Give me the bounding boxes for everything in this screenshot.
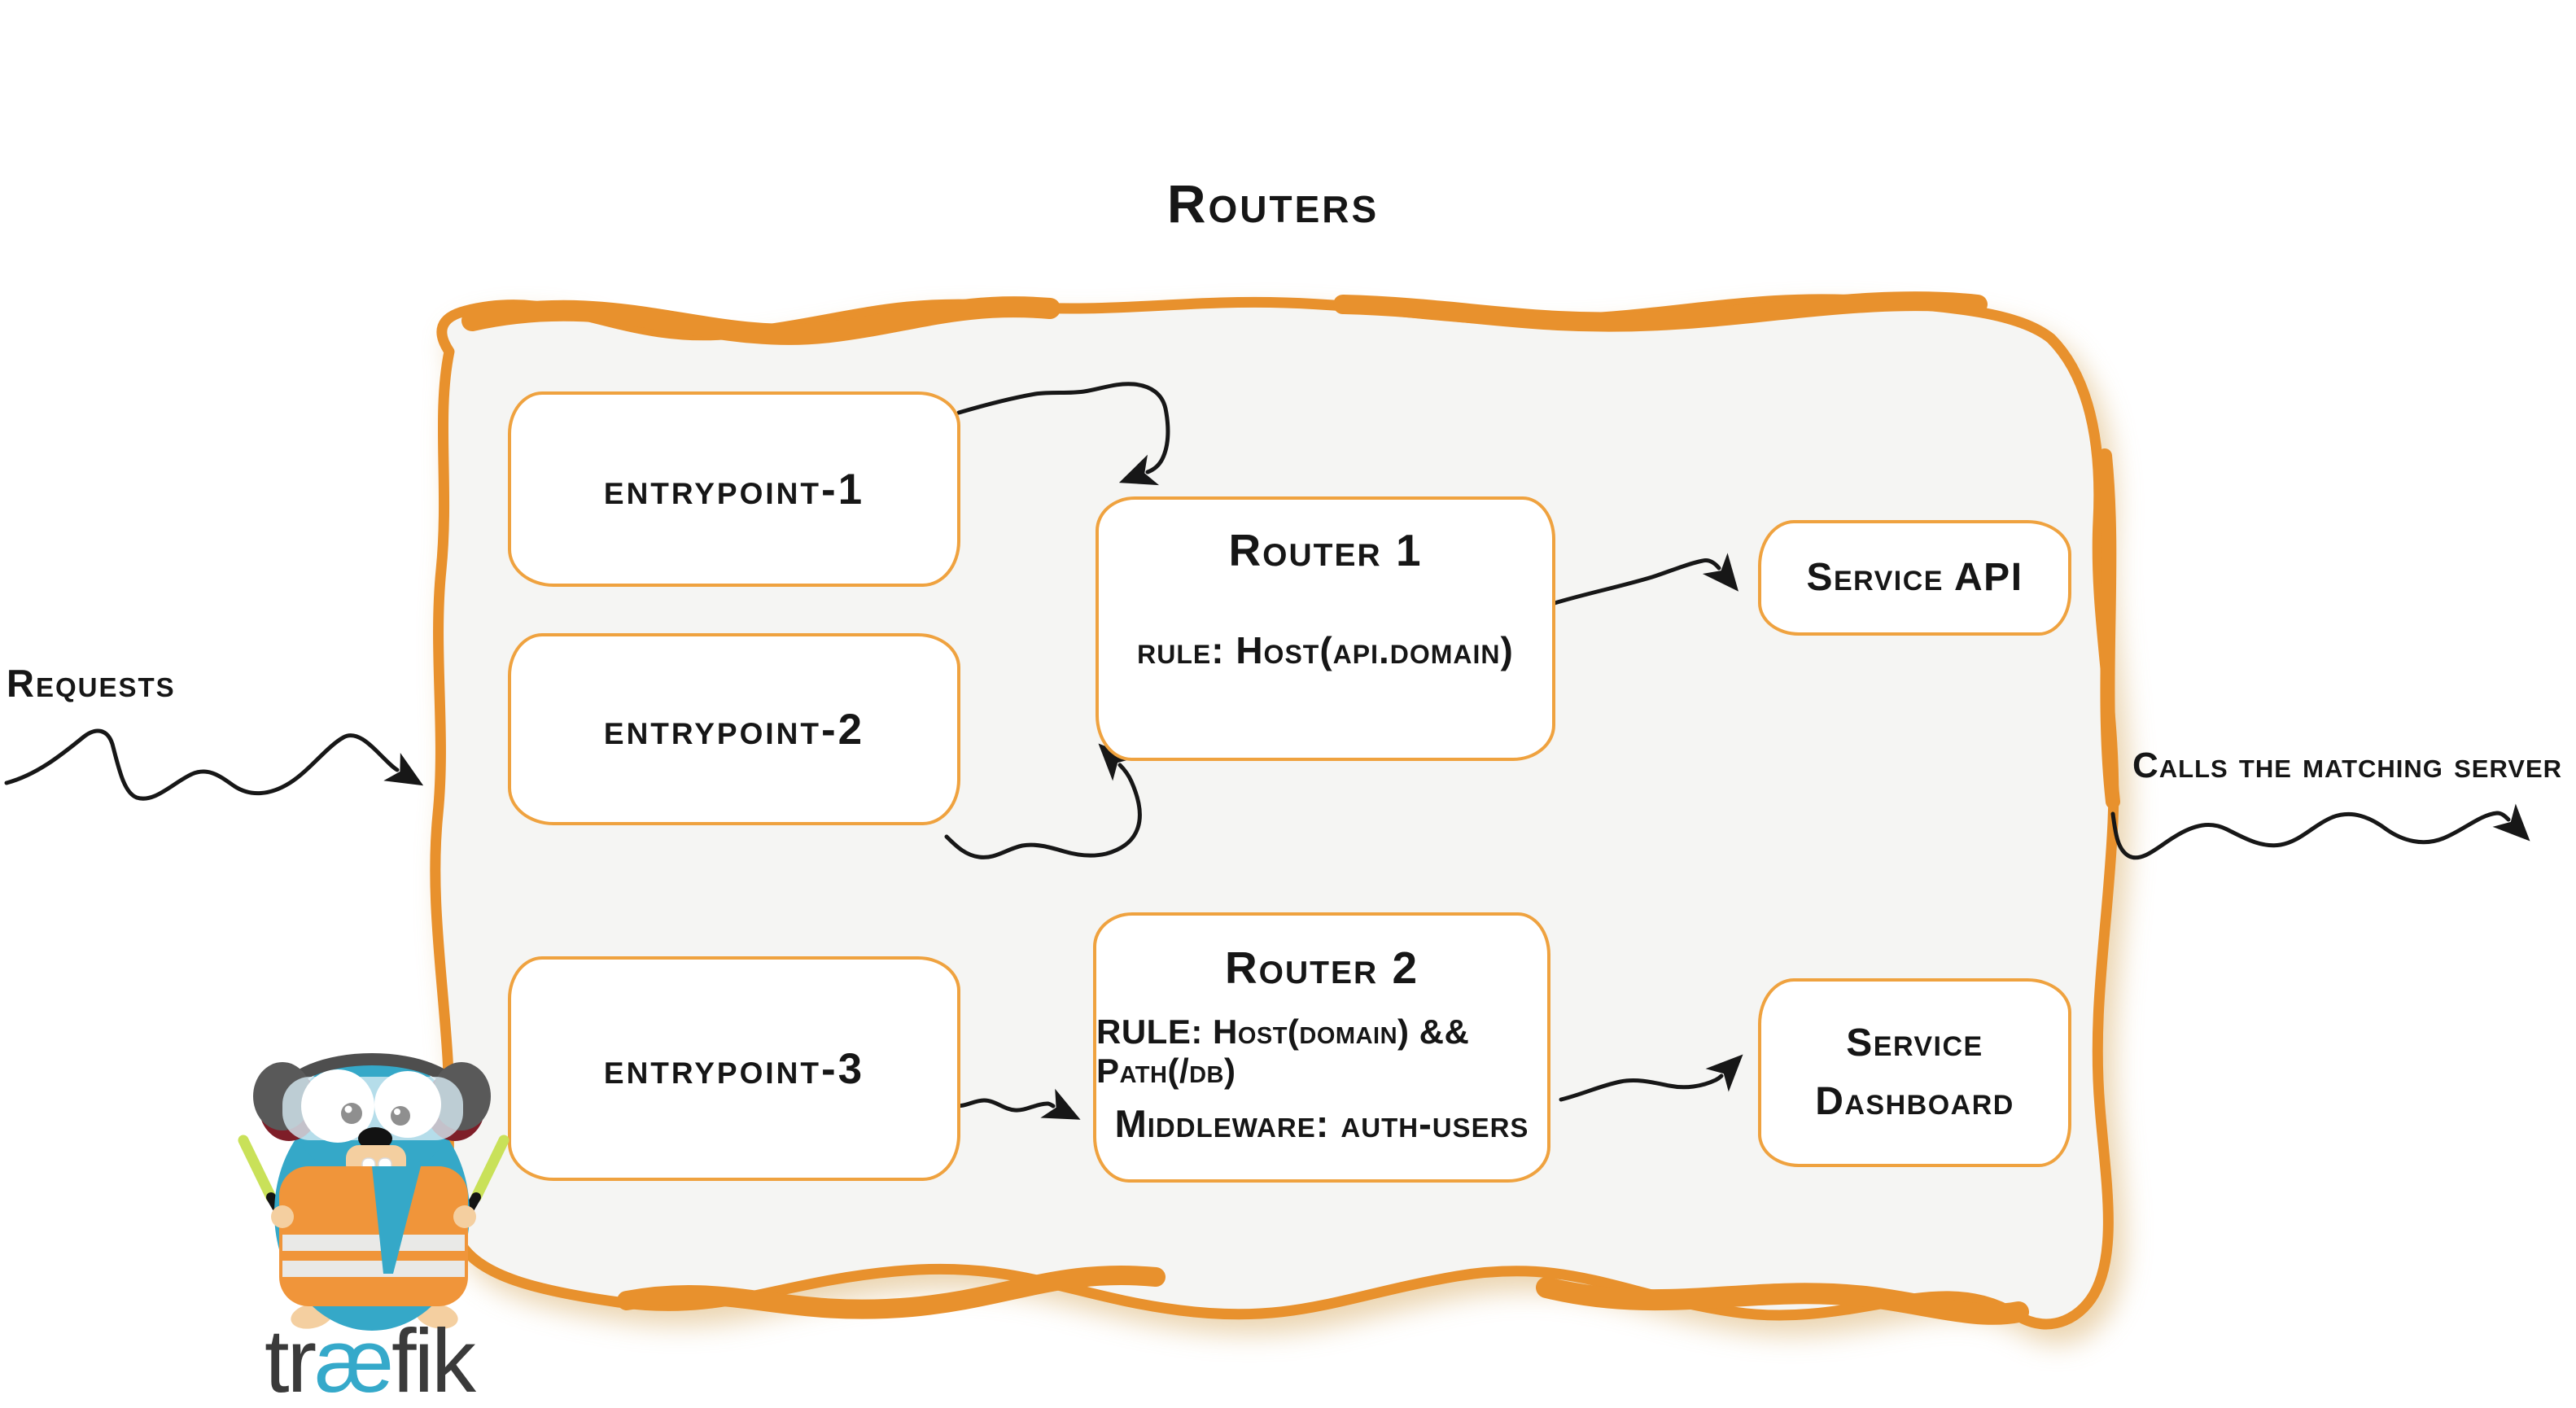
entrypoint-2-label: entrypoint-2 xyxy=(603,705,865,754)
router-2-middleware: Middleware: auth-users xyxy=(1114,1102,1529,1146)
entrypoint-1-label: entrypoint-1 xyxy=(603,465,865,514)
arrow-router2-to-service-dashboard xyxy=(1559,1054,1743,1102)
entrypoint-2-box: entrypoint-2 xyxy=(508,633,960,825)
router-1-title: Router 1 xyxy=(1228,525,1423,575)
entrypoint-1-box: entrypoint-1 xyxy=(508,391,960,587)
arrow-entrypoint2-to-router1 xyxy=(944,743,1142,859)
entrypoint-3-box: entrypoint-3 xyxy=(508,956,960,1181)
router-2-title: Router 2 xyxy=(1224,942,1419,993)
router-2-rule: RULE: Host(domain) && Path(/db) xyxy=(1096,1012,1470,1090)
logo-part-tr: tr xyxy=(265,1311,317,1408)
service-dashboard-label: Service Dashboard xyxy=(1815,1021,2014,1123)
arrow-entrypoint1-to-router1 xyxy=(956,382,1170,486)
diagram-title: Routers xyxy=(1166,173,1380,234)
traefik-logo: træfik xyxy=(265,1317,476,1406)
entrypoint-3-label: entrypoint-3 xyxy=(603,1044,865,1093)
service-dashboard-box: Service Dashboard xyxy=(1758,978,2071,1167)
arrow-router1-to-service-api xyxy=(1552,553,1739,606)
logo-part-fik: fik xyxy=(391,1311,476,1408)
router-1-rule: rule: Host(api.domain) xyxy=(1137,628,1514,671)
service-api-label: Service API xyxy=(1806,556,2023,599)
logo-part-ae: æ xyxy=(314,1311,394,1408)
requests-label: Requests xyxy=(7,662,176,705)
arrow-requests-in xyxy=(4,728,424,801)
traefik-gopher-mascot-icon xyxy=(238,1053,510,1331)
router-2-box: Router 2 RULE: Host(domain) && Path(/db)… xyxy=(1093,912,1550,1183)
calls-label: Calls the matching server xyxy=(2132,746,2563,785)
arrow-calls-out xyxy=(2110,803,2530,860)
diagram-arrows xyxy=(4,382,2530,1120)
service-api-box: Service API xyxy=(1758,520,2071,636)
router-1-box: Router 1 rule: Host(api.domain) xyxy=(1096,496,1555,761)
